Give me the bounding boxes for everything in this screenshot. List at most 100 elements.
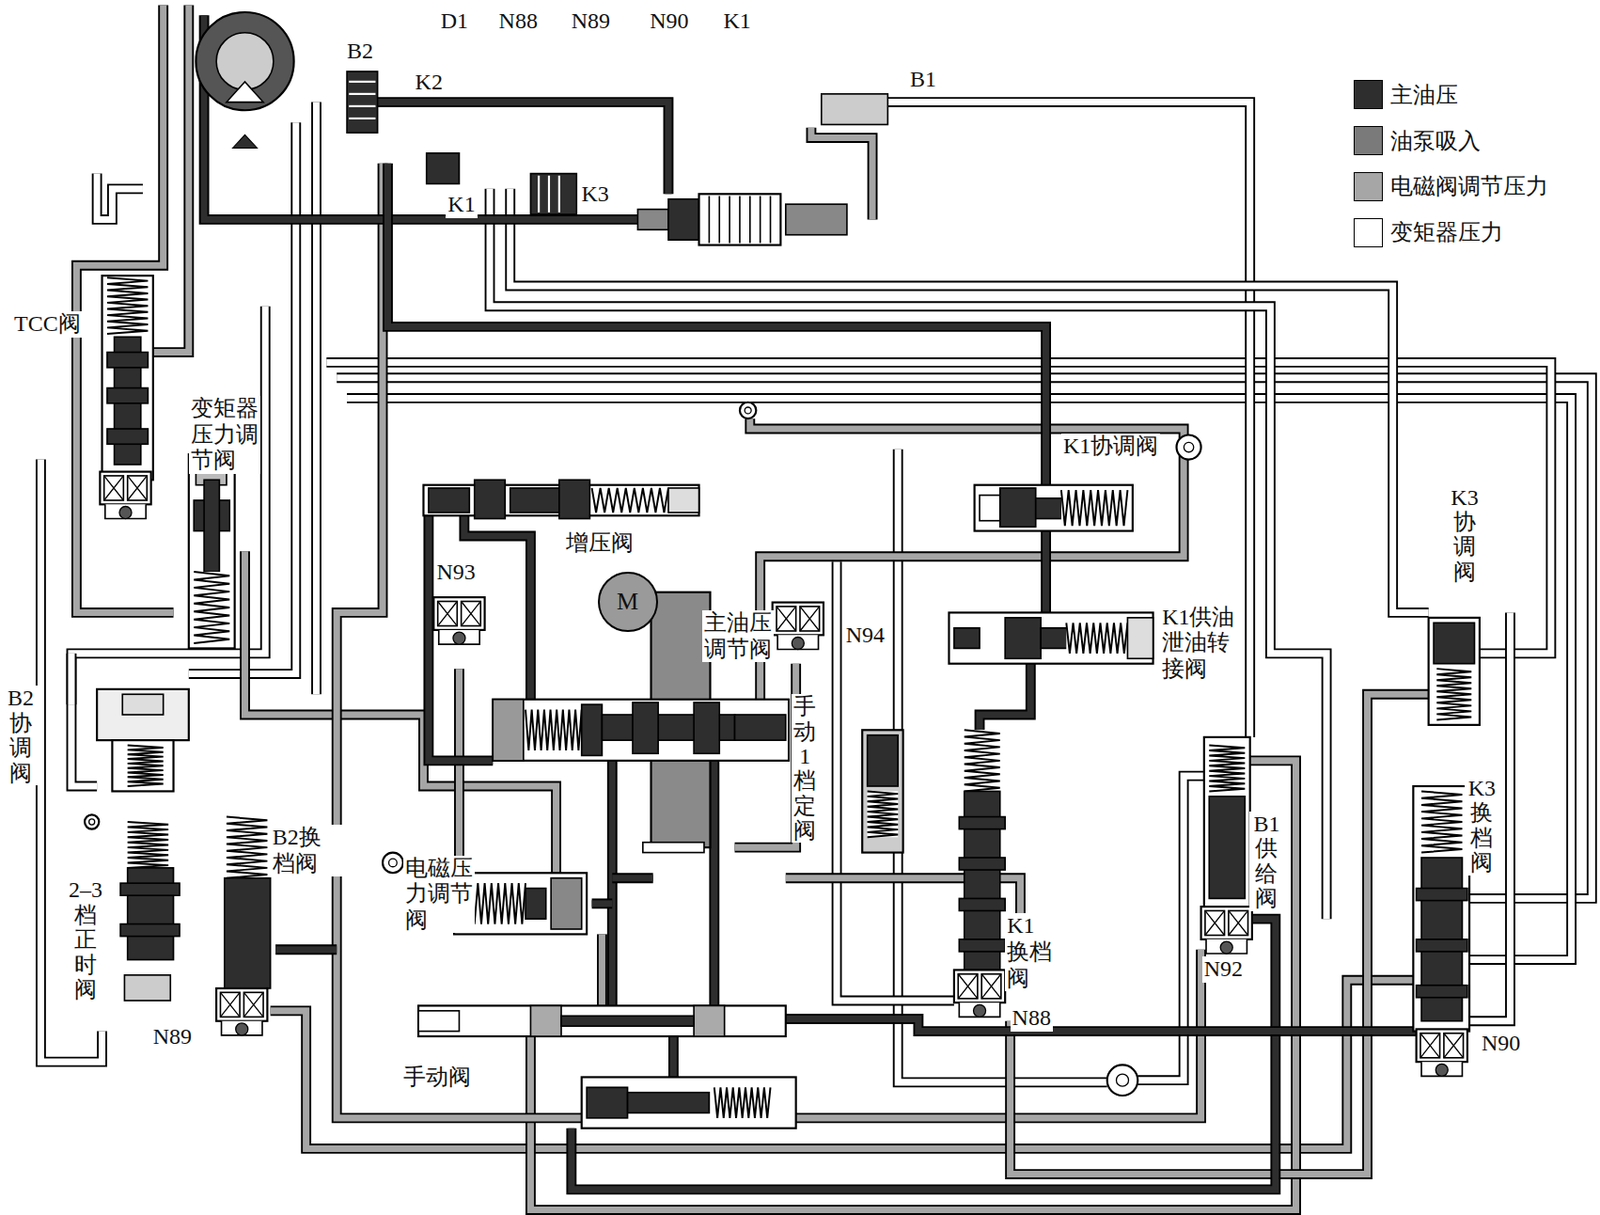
solenoid-body	[772, 602, 824, 636]
solenoid-cross	[1443, 1033, 1464, 1058]
legend-text: 油泵吸入	[1390, 125, 1481, 157]
pipe-outline	[96, 173, 143, 220]
part-label: K1	[721, 8, 753, 35]
valve-spool	[107, 428, 148, 444]
pipe-fill	[887, 102, 1250, 738]
pipe-outline	[510, 188, 1429, 613]
part-label: 增压阀	[564, 530, 636, 557]
valve-body	[96, 689, 189, 740]
check-ball	[1176, 435, 1202, 460]
solenoid-base	[105, 503, 146, 518]
spring-symbol	[107, 277, 148, 334]
pipe-fill	[67, 653, 75, 705]
solenoid-coil	[104, 475, 125, 501]
pipe-outline	[592, 897, 613, 909]
valve-spool	[550, 878, 582, 929]
valve-body	[974, 485, 1133, 532]
part-label: B1	[908, 66, 939, 94]
valve-spool	[428, 487, 470, 513]
solenoid-ball	[1435, 1063, 1448, 1076]
pipe-outline	[530, 760, 1296, 1210]
valve-spool	[581, 704, 603, 755]
legend-swatch	[1353, 125, 1383, 156]
spring-symbol	[964, 729, 1001, 791]
pipe-outline	[1040, 531, 1051, 613]
solenoid-cross	[104, 475, 125, 501]
legend-row: 油泵吸入	[1353, 125, 1481, 157]
part-label: K1供油泄油转接阀	[1160, 604, 1240, 683]
part-label: B2换档阀	[270, 824, 343, 877]
pipe-outline	[897, 449, 1108, 1083]
valve-body	[1204, 737, 1251, 911]
pipe-fill	[897, 449, 1108, 1083]
pipe-fill	[1010, 693, 1429, 1174]
node-text: M	[616, 587, 639, 616]
pipe-fill	[387, 163, 1046, 488]
valve-body	[111, 739, 173, 791]
valve-spool	[120, 924, 180, 937]
spring-ground	[714, 1086, 771, 1118]
valve-spool	[107, 388, 148, 404]
spring-ground	[1436, 668, 1472, 720]
valve-spool	[1000, 487, 1036, 527]
valve-spool	[954, 627, 980, 649]
spring-ground	[964, 729, 1001, 791]
brake-plate	[759, 195, 762, 243]
solenoid-cross	[243, 991, 264, 1017]
valve-spool	[120, 882, 180, 895]
pipe-fill	[428, 515, 493, 761]
valve-spool	[586, 1086, 628, 1118]
valve-spool	[637, 209, 669, 231]
pipe-outline	[311, 102, 322, 695]
part-label: N88	[497, 8, 540, 35]
valve-group	[84, 12, 1480, 1129]
pipe-fill	[71, 306, 266, 786]
solenoid-coil	[219, 991, 240, 1017]
part-label: K1协调阀	[1061, 433, 1161, 460]
part-label: K1换档阀	[1004, 912, 1054, 991]
pipe-outline	[203, 15, 638, 220]
pipe-fill	[357, 102, 669, 195]
clutch-plate	[537, 175, 540, 213]
pipe-fill	[275, 945, 337, 953]
solenoid-cross	[127, 475, 148, 501]
solenoid-body	[1416, 1028, 1468, 1062]
valve-spool	[525, 888, 547, 920]
oil-pump	[195, 12, 294, 110]
valve-body	[492, 699, 789, 761]
pipe-outline	[836, 561, 955, 1001]
spring-symbol	[1066, 622, 1128, 654]
part-label: 主油压调节阀	[702, 610, 774, 662]
valve-spool	[1208, 796, 1245, 899]
solenoid-body	[1201, 906, 1253, 940]
solenoid-coil	[1228, 909, 1249, 935]
solenoid-body	[433, 596, 485, 630]
pipe-outline	[596, 933, 608, 1005]
part-label: N90	[1479, 1030, 1522, 1057]
pipe-fill	[313, 102, 320, 695]
pipe-fill	[510, 188, 1429, 613]
part-label: N94	[844, 622, 887, 649]
pipe-fill	[270, 979, 1417, 1148]
solenoid-coil	[957, 973, 978, 999]
spring-symbol	[193, 571, 230, 644]
part-label: N92	[1202, 956, 1245, 983]
check-ball-core	[744, 407, 752, 414]
part-label: N89	[151, 1023, 194, 1051]
solenoid-base	[777, 634, 818, 649]
pipe-fill	[836, 561, 955, 1001]
valve-spool	[979, 495, 1001, 521]
pipe-outline	[979, 663, 1031, 731]
brake-plate	[738, 195, 741, 243]
valve-spool	[1416, 939, 1468, 952]
part-label: D1	[439, 8, 471, 35]
valve-spool	[867, 735, 899, 786]
valve-body	[699, 193, 782, 245]
valve-spool	[627, 1092, 710, 1114]
solenoid-coil	[1443, 1033, 1464, 1058]
clutch-plate	[348, 93, 376, 95]
valve-body	[102, 275, 154, 480]
valve-spool	[474, 479, 506, 518]
valve-spool	[561, 1015, 694, 1026]
valve-spool	[530, 173, 577, 215]
